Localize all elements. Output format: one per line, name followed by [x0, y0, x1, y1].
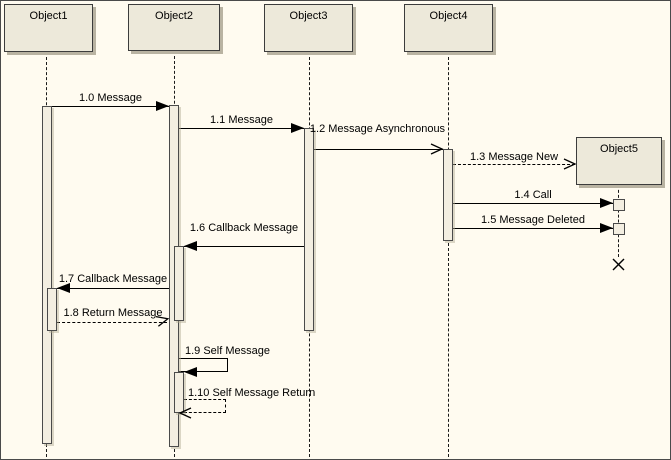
lifeline-object5	[618, 185, 619, 257]
arrowhead-filled-right	[291, 123, 304, 133]
object-label: Object2	[155, 10, 193, 22]
arrowhead-filled-left	[184, 367, 197, 377]
message-label-1-2: 1.2 Message Asynchronous	[309, 123, 446, 135]
object-box-object2: Object2	[128, 4, 220, 51]
arrowhead-filled-right	[600, 198, 613, 208]
message-label-1-1: 1.1 Message	[210, 114, 273, 126]
object-label: Object5	[600, 143, 638, 155]
object-label: Object1	[29, 10, 68, 22]
message-label-1-4: 1.4 Call	[514, 189, 552, 201]
message-line-1-0	[52, 106, 169, 107]
arrowhead-open-right	[155, 315, 170, 327]
message-label-1-8: 1.8 Return Message	[63, 307, 163, 319]
message-line-1-5	[453, 228, 613, 229]
activation-object5-square1	[613, 199, 625, 211]
arrowhead-open-right	[563, 158, 577, 170]
message-label-1-6: 1.6 Callback Message	[189, 222, 299, 234]
message-label-1-5: 1.5 Message Deleted	[481, 214, 585, 226]
message-line-1-8	[57, 322, 167, 323]
object-box-object3: Object3	[264, 4, 353, 52]
lifeline-object4	[448, 52, 449, 457]
activation-object1-main	[42, 106, 52, 444]
message-loop-1-9	[179, 358, 228, 372]
activation-object1-nested	[47, 288, 57, 331]
message-label-1-10: 1.10 Self Message Return	[188, 387, 316, 399]
object-box-object1: Object1	[4, 4, 93, 52]
activation-object2-nested2	[174, 372, 184, 413]
object-label: Object4	[429, 10, 468, 22]
message-line-1-7	[57, 288, 169, 289]
arrowhead-open-left	[178, 407, 192, 419]
message-line-1-2	[314, 149, 443, 150]
arrowhead-filled-left	[184, 241, 197, 251]
message-line-1-3	[453, 164, 575, 165]
object-box-object5: Object5	[576, 137, 662, 185]
object5-termination-x-icon	[612, 258, 625, 271]
message-line-1-6	[184, 246, 304, 247]
message-label-1-3: 1.3 Message New	[469, 151, 559, 163]
activation-object4-main	[443, 149, 453, 241]
message-label-1-0: 1.0 Message	[79, 92, 142, 104]
arrowhead-open-right	[430, 143, 444, 155]
message-label-1-7: 1.7 Callback Message	[58, 273, 168, 285]
message-line-1-1	[179, 128, 304, 129]
activation-object5-square2	[613, 223, 625, 235]
message-label-1-9: 1.9 Self Message	[185, 345, 270, 357]
activation-object2-nested1	[174, 246, 184, 321]
arrowhead-filled-right	[156, 101, 169, 111]
message-loop-1-10	[184, 399, 226, 413]
arrowhead-filled-right	[600, 223, 613, 233]
arrowhead-filled-left	[57, 283, 70, 293]
object-label: Object3	[289, 10, 328, 22]
object-box-object4: Object4	[404, 4, 493, 52]
message-line-1-4	[453, 203, 613, 204]
activation-object3-main	[304, 128, 314, 331]
